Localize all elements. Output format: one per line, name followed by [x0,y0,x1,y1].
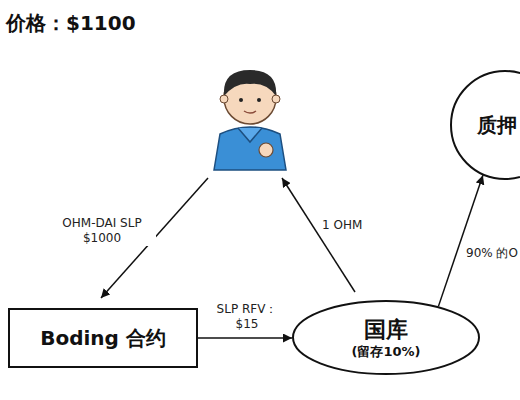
node-title: 国库 [364,316,408,344]
price-title: 价格：$1100 [6,10,136,37]
flow-label: 1 OHM [320,218,364,233]
boy-eye [239,98,243,102]
flow-label: OHM-DAI SLP $1000 [48,216,156,246]
boy-mouth [244,111,256,113]
connector-label: SLP RFV：$15 [212,302,282,332]
contract-box: Boding 合约 [8,308,198,368]
outline-shape [293,301,479,374]
flow-connector [198,337,292,339]
staking-circle: 质押 [450,70,520,180]
node-title: Boding 合约 [40,326,166,351]
flow-arrow [282,178,355,292]
flow-connector [438,175,482,306]
node-note: (留存10%) [352,344,421,360]
outline-shape [451,71,520,179]
boy-illustration [214,70,286,170]
boy-ear [272,95,280,103]
boy-shirt [214,127,286,170]
boy-fist [259,143,273,157]
node-title: 质押 [477,113,517,138]
boy-collar [238,128,262,142]
boy-eye [257,98,261,102]
boy-ear [220,95,228,103]
boy-hair [224,70,276,96]
connector-label: 90% 的O [464,246,520,261]
treasury-ellipse: 国库(留存10%) [292,300,480,375]
